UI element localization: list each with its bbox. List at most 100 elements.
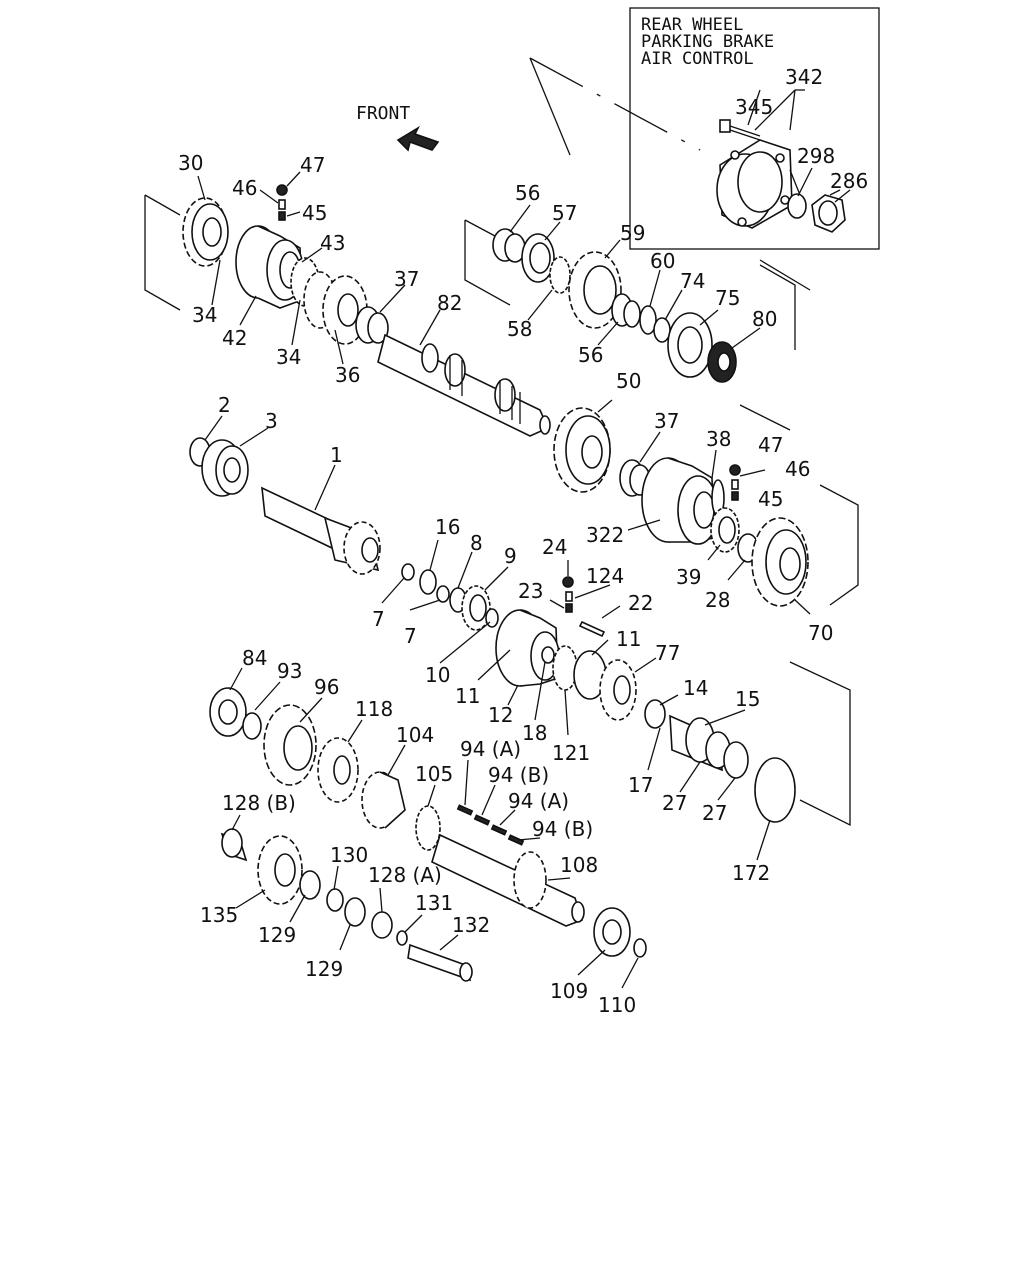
spring-46-right xyxy=(731,479,739,490)
bushing-128b xyxy=(220,828,248,862)
oring-7-b xyxy=(436,585,450,603)
label-56-top: 56 xyxy=(515,181,540,205)
label-121: 121 xyxy=(552,741,590,765)
label-11-right: 11 xyxy=(616,627,641,651)
label-38: 38 xyxy=(706,427,731,451)
ball-24 xyxy=(562,576,574,588)
label-45-top: 45 xyxy=(302,201,327,225)
label-47-top: 47 xyxy=(300,153,325,177)
input-shaft-1 xyxy=(261,486,381,575)
label-28: 28 xyxy=(705,588,730,612)
label-24: 24 xyxy=(542,535,567,559)
label-286: 286 xyxy=(830,169,868,193)
snap-ring-93 xyxy=(242,712,262,740)
shaft-82 xyxy=(377,333,551,437)
label-135: 135 xyxy=(200,903,238,927)
ring-9 xyxy=(461,585,491,631)
gear-104 xyxy=(361,771,406,829)
label-342: 342 xyxy=(785,65,823,89)
label-1: 1 xyxy=(330,443,343,467)
label-298: 298 xyxy=(797,144,835,168)
label-75: 75 xyxy=(715,286,740,310)
ring-121 xyxy=(552,645,578,691)
label-110: 110 xyxy=(598,993,636,1017)
label-23: 23 xyxy=(518,579,543,603)
label-128a: 128 (A) xyxy=(368,863,442,887)
upper-shaft-group xyxy=(144,184,551,437)
bearing-75 xyxy=(667,312,713,378)
label-17: 17 xyxy=(628,773,653,797)
front-arrow-icon xyxy=(396,125,440,152)
label-74: 74 xyxy=(680,269,705,293)
label-50: 50 xyxy=(616,369,641,393)
bearing-84 xyxy=(209,687,247,737)
label-124: 124 xyxy=(586,564,624,588)
gear-59 xyxy=(568,251,622,329)
callout-labels: 342 345 298 286 30 47 46 45 43 34 42 34 … xyxy=(178,65,868,1017)
pin-22 xyxy=(578,620,606,638)
ball-47-top xyxy=(276,184,288,196)
label-36: 36 xyxy=(335,363,360,387)
front-label: FRONT xyxy=(356,103,410,124)
label-30: 30 xyxy=(178,151,203,175)
label-94b-2: 94 (B) xyxy=(532,817,593,841)
label-118: 118 xyxy=(355,697,393,721)
bolt-345 xyxy=(719,119,761,141)
spring-46-top xyxy=(278,199,286,210)
label-132: 132 xyxy=(452,913,490,937)
label-129-bottom: 129 xyxy=(305,957,343,981)
bearing-129a xyxy=(299,870,321,900)
lower-group xyxy=(209,687,647,982)
sleeve-12 xyxy=(495,609,560,687)
gear-50 xyxy=(553,407,611,493)
bearing-3 xyxy=(201,439,249,497)
label-80: 80 xyxy=(752,307,777,331)
gear-30 xyxy=(182,197,229,267)
label-345: 345 xyxy=(735,95,773,119)
label-128b: 128 (B) xyxy=(222,791,296,815)
label-37-top: 37 xyxy=(394,267,419,291)
label-94b-1: 94 (B) xyxy=(488,763,549,787)
label-84: 84 xyxy=(242,646,267,670)
label-45-right: 45 xyxy=(758,487,783,511)
label-59: 59 xyxy=(620,221,645,245)
pin-45-right xyxy=(731,491,739,501)
label-2: 2 xyxy=(218,393,231,417)
label-108: 108 xyxy=(560,853,598,877)
label-129-left: 129 xyxy=(258,923,296,947)
snap-ring-172 xyxy=(754,757,796,823)
spring-124 xyxy=(565,591,573,602)
pin-45-top xyxy=(278,211,286,221)
bearing-16 xyxy=(419,569,437,595)
bearing-109 xyxy=(593,907,631,957)
label-60: 60 xyxy=(650,249,675,273)
label-131: 131 xyxy=(415,891,453,915)
label-27-right: 27 xyxy=(702,801,727,825)
label-47-right: 47 xyxy=(758,433,783,457)
label-43: 43 xyxy=(320,231,345,255)
bearing-129b xyxy=(344,897,366,927)
label-58: 58 xyxy=(507,317,532,341)
gear-39 xyxy=(710,507,740,553)
label-14: 14 xyxy=(683,676,708,700)
gear-70 xyxy=(751,517,809,607)
ring-110 xyxy=(633,938,647,958)
pin-23 xyxy=(565,603,573,613)
label-16: 16 xyxy=(435,515,460,539)
sleeve-42 xyxy=(235,225,304,309)
ring-131 xyxy=(396,930,408,946)
label-37-middle: 37 xyxy=(654,409,679,433)
label-93: 93 xyxy=(277,659,302,683)
oring-7-a xyxy=(401,563,415,581)
label-18: 18 xyxy=(522,721,547,745)
label-22: 22 xyxy=(628,591,653,615)
label-39: 39 xyxy=(676,565,701,589)
label-11-left: 11 xyxy=(455,684,480,708)
ring-58 xyxy=(549,256,571,294)
upper-right-group xyxy=(464,219,796,383)
label-82: 82 xyxy=(437,291,462,315)
label-8: 8 xyxy=(470,531,483,555)
nut-80 xyxy=(707,341,737,383)
label-9: 9 xyxy=(504,544,517,568)
